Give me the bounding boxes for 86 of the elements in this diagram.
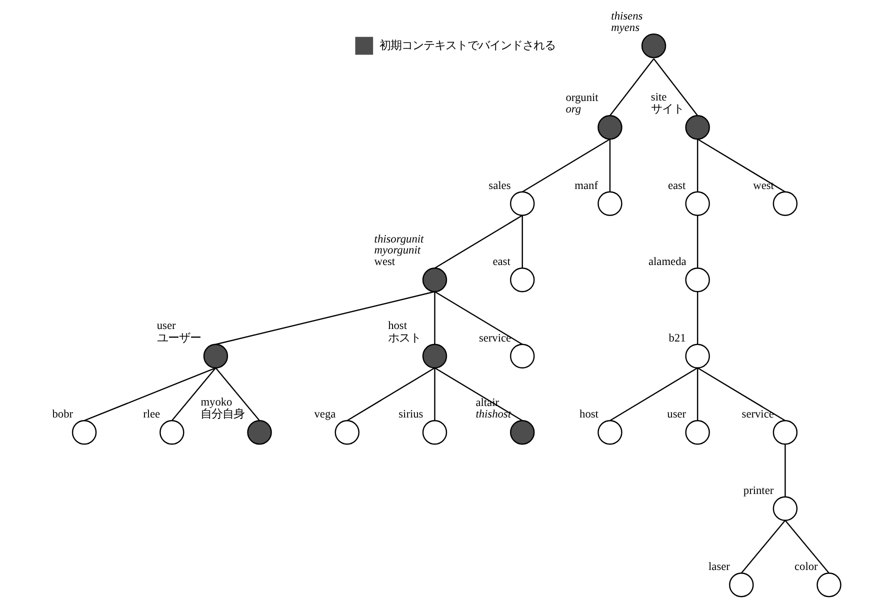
node-label: user	[666, 408, 686, 421]
connector	[609, 367, 698, 422]
node-circle	[509, 191, 534, 216]
connector	[784, 444, 786, 497]
node-circle	[640, 33, 666, 58]
connector	[784, 520, 829, 574]
node-circle	[159, 420, 184, 445]
node-label: bobr	[52, 408, 73, 421]
node-circle	[334, 420, 359, 445]
node-label: myoko	[200, 396, 232, 408]
node-label: host	[388, 320, 407, 332]
node-label: 自分自身	[200, 408, 244, 421]
node-label: myens	[610, 22, 640, 34]
node-label: thisens	[610, 10, 642, 23]
node-label: alameda	[648, 256, 686, 268]
connector	[522, 138, 610, 192]
connector	[434, 214, 522, 269]
node-label: サイト	[650, 104, 684, 116]
node-label: west	[374, 256, 395, 268]
node-circle	[597, 191, 622, 216]
node-label: thishost	[475, 408, 511, 421]
node-circle	[509, 268, 534, 292]
connector	[696, 292, 698, 344]
connector	[608, 58, 654, 116]
connector	[608, 139, 610, 192]
connector	[696, 367, 785, 422]
node-label: b21	[668, 332, 686, 344]
node-circle	[684, 420, 710, 445]
connector	[740, 520, 786, 574]
connector	[346, 367, 435, 422]
node-label: user	[156, 320, 176, 332]
connector	[434, 368, 435, 421]
node-label: printer	[742, 484, 774, 497]
connector	[84, 367, 216, 422]
node-label: east	[492, 256, 510, 268]
node-circle	[422, 420, 447, 445]
node-label: service	[741, 408, 774, 421]
node-circle	[597, 420, 622, 445]
connector	[521, 215, 522, 268]
connector	[696, 138, 785, 192]
node-label: manf	[574, 180, 598, 192]
connector	[696, 215, 698, 268]
node-circle	[684, 191, 710, 216]
connector	[214, 368, 260, 421]
node-label: org	[565, 104, 581, 116]
node-circle	[597, 114, 622, 140]
node-label: sirius	[398, 408, 423, 421]
node-label: service	[478, 332, 511, 344]
connector	[434, 292, 435, 344]
node-circle	[684, 344, 710, 368]
node-label: host	[579, 408, 598, 421]
connector	[434, 367, 522, 422]
connector	[215, 291, 434, 345]
connector	[696, 368, 698, 421]
connector	[434, 291, 522, 345]
node-circle	[509, 344, 534, 368]
node-circle	[422, 344, 447, 368]
node-label: sales	[488, 180, 510, 192]
node-label: rlee	[142, 408, 160, 421]
node-label: myorgunit	[374, 244, 420, 257]
node-circle	[422, 268, 447, 292]
node-circle	[246, 420, 272, 445]
node-label: laser	[708, 561, 730, 574]
node-label: ユーザー	[156, 332, 200, 344]
node-label: site	[650, 91, 666, 104]
node-circle	[772, 420, 798, 445]
connector	[170, 368, 216, 421]
node-circle	[772, 191, 798, 216]
node-circle	[509, 420, 534, 445]
node-circle	[684, 114, 710, 140]
node-label: orgunit	[565, 92, 598, 104]
node-label: color	[794, 561, 818, 574]
node-label: east	[667, 180, 686, 192]
node-label: thisorgunit	[374, 233, 424, 246]
node-circle	[772, 496, 798, 521]
node-label: west	[752, 180, 774, 192]
node-label: vega	[314, 408, 336, 421]
legend-label: 初期コンテキストでバインドされる	[379, 40, 556, 52]
connector	[652, 58, 698, 116]
node-circle	[202, 344, 228, 368]
node-label: ホスト	[388, 332, 421, 344]
node-circle	[71, 420, 96, 445]
node-circle	[728, 572, 754, 598]
node-circle	[684, 268, 710, 292]
node-circle	[816, 572, 841, 598]
connector	[696, 139, 698, 192]
